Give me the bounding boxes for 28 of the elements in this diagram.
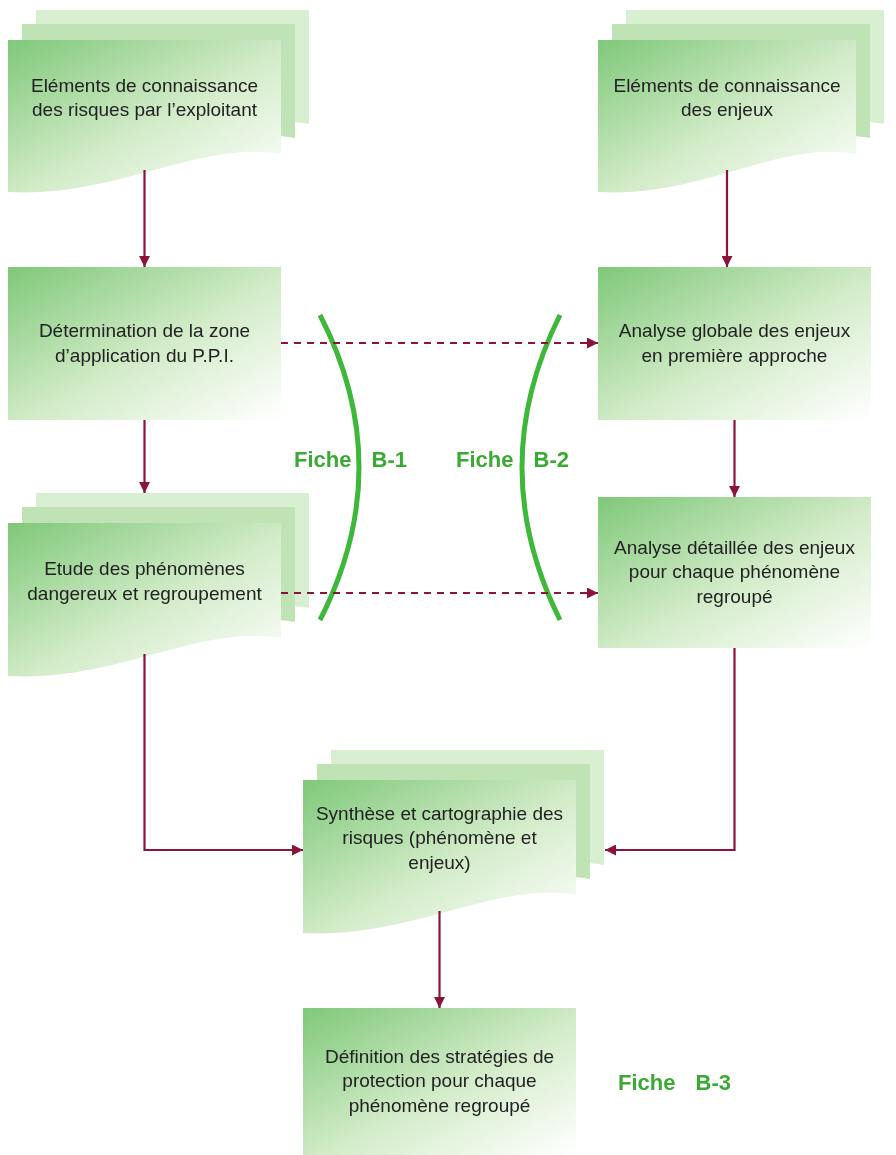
node-text: Détermination de la zone d’application du P.P.I.	[37, 319, 252, 368]
node-text: Eléments de connaissance des enjeux	[612, 73, 842, 122]
document-stack	[8, 10, 310, 192]
arrow	[721, 170, 733, 267]
node-text: Eléments de connaissance des risques par l’exploitant	[29, 73, 260, 122]
process-box	[303, 1008, 576, 1155]
arrow	[143, 654, 303, 856]
node-text: Définition des stratégies de protection pour chaque phénomène regroupé	[323, 1045, 556, 1118]
document-stack	[598, 10, 885, 192]
arrow	[281, 587, 598, 599]
sheet-label: Fiche B-3	[618, 1070, 732, 1096]
process-box	[598, 267, 871, 420]
node-text: Etude des phénomènes dangereux et regroupement	[26, 557, 263, 606]
arrow	[434, 911, 445, 1008]
node-text: Synthèse et cartographie des risques (phénomène et enjeux)	[314, 802, 565, 875]
arrow	[281, 337, 598, 349]
sheet-label: Fiche B-1	[294, 447, 408, 473]
arrow	[729, 420, 740, 497]
document-stack	[303, 750, 605, 933]
node-text: Analyse détaillée des enjeux pour chaque phénomène regroupé	[613, 536, 856, 609]
arrow	[605, 648, 736, 856]
arrow	[139, 170, 150, 267]
node-text: Analyse globale des enjeux en première approche	[617, 319, 852, 368]
document-stack	[8, 493, 310, 676]
process-box	[598, 497, 871, 648]
process-box	[8, 267, 281, 420]
sheet-label: Fiche B-2	[456, 447, 570, 473]
arrow	[139, 420, 150, 493]
